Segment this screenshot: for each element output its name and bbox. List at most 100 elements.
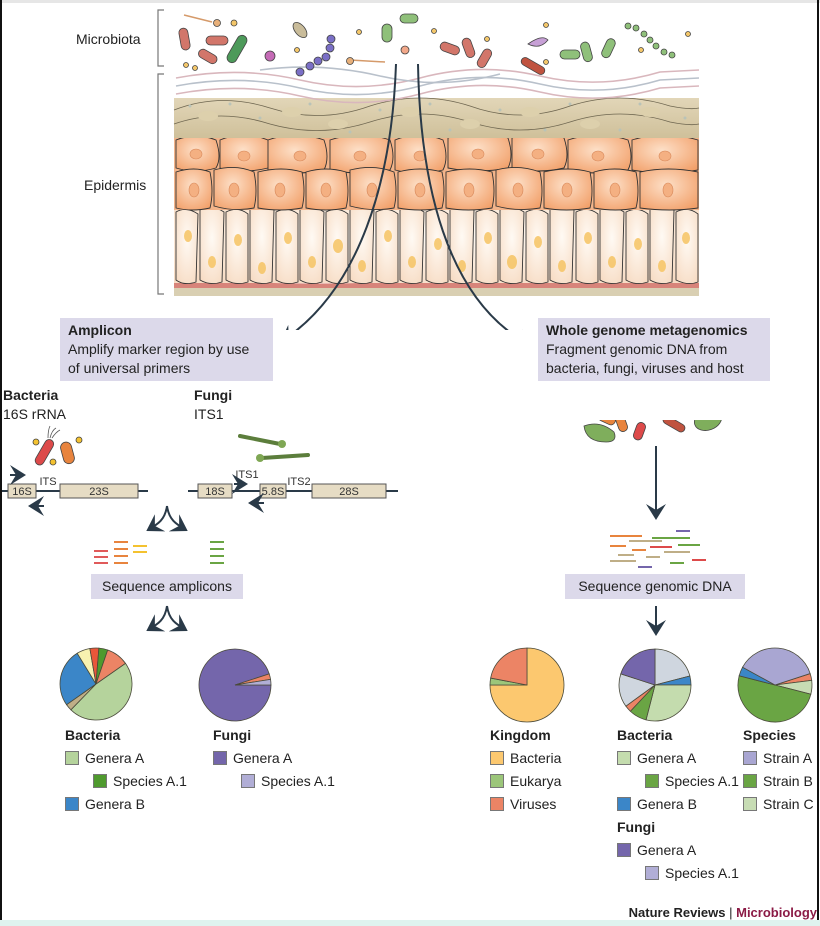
gene-18s-label: 18S bbox=[205, 486, 225, 498]
bacteria-microbes-icon bbox=[32, 425, 83, 466]
bacteria-marker-subtitle: 16S rRNA bbox=[3, 406, 67, 422]
legend-swatch bbox=[241, 773, 255, 788]
pie-slice-bacteria bbox=[489, 647, 565, 723]
journal-name: Microbiology bbox=[736, 905, 817, 920]
pie-slice-genera-b bbox=[59, 652, 97, 706]
top-edge bbox=[0, 0, 820, 3]
legend-swatch bbox=[65, 796, 79, 811]
legend-swatch bbox=[743, 796, 757, 811]
legend-item: Genera A bbox=[617, 746, 739, 769]
gene-its1-label: ITS1 bbox=[235, 469, 258, 481]
legend-item: Species A.1 bbox=[617, 769, 739, 792]
legend-label: Viruses bbox=[510, 795, 557, 812]
legend-label: Species A.1 bbox=[113, 772, 187, 789]
legend-label: Genera A bbox=[637, 749, 697, 766]
legend-label: Species A.1 bbox=[261, 772, 335, 789]
legend-swatch bbox=[617, 842, 631, 857]
gene-23s-label: 23S bbox=[89, 486, 109, 498]
legend-title: Fungi bbox=[617, 819, 656, 835]
bacteria-marker-title: Bacteria bbox=[3, 387, 59, 403]
amplicon-box: Amplicon Amplify marker region by use of… bbox=[60, 318, 273, 381]
amplicon-title: Amplicon bbox=[68, 322, 132, 338]
fungi-hyphae-icon bbox=[238, 434, 310, 460]
frame-right-border bbox=[817, 0, 819, 926]
gene-16s-label: 16S bbox=[12, 486, 32, 498]
wgs-desc-line2: bacteria, fungi, viruses and host bbox=[546, 360, 744, 376]
dermis-layer bbox=[174, 285, 699, 296]
legend-item: Genera A bbox=[617, 838, 739, 861]
legend-swatch bbox=[645, 773, 659, 788]
legend-swatch bbox=[490, 796, 504, 811]
pie-slice-fungi-genera-a bbox=[620, 648, 656, 686]
legend-title: Species bbox=[743, 727, 796, 743]
microbiota-label: Microbiota bbox=[76, 31, 141, 47]
gene-its-label: ITS bbox=[39, 476, 56, 488]
legend-swatch bbox=[93, 773, 107, 788]
legend-swatch bbox=[490, 773, 504, 788]
bottom-edge bbox=[0, 920, 820, 926]
legend-label: Strain A bbox=[763, 749, 813, 766]
split-arrows-bottom bbox=[146, 605, 188, 632]
legend-title: Fungi bbox=[213, 727, 252, 743]
legend-label: Genera A bbox=[85, 749, 145, 766]
legend-swatch bbox=[743, 773, 757, 788]
legend-item: Genera B bbox=[65, 792, 187, 815]
legend-label: Genera A bbox=[233, 749, 293, 766]
process-graphics: 16S ITS 23S 18S ITS1 5.8S ITS2 28S bbox=[2, 420, 722, 636]
amplicon-fragments bbox=[94, 541, 224, 564]
pie-wgs-bacteria bbox=[618, 648, 692, 722]
pie-slice-genera-a bbox=[70, 662, 133, 721]
legend-title: Bacteria bbox=[65, 727, 121, 743]
pie-slice-genera-a bbox=[645, 684, 692, 722]
amplicon-desc-line2: of universal primers bbox=[68, 360, 191, 376]
gene-28s bbox=[311, 483, 387, 499]
pie-species bbox=[737, 647, 813, 723]
legend-swatch bbox=[617, 750, 631, 765]
journal-credit: Nature Reviews | Microbiology bbox=[629, 905, 817, 920]
pie-slice-other-slate bbox=[654, 648, 691, 686]
legend-item: Strain C bbox=[743, 792, 814, 815]
fungi-gene-map: 18S ITS1 5.8S ITS2 28S bbox=[188, 469, 398, 513]
genomic-fragments bbox=[610, 530, 706, 568]
wgs-title: Whole genome metagenomics bbox=[546, 322, 748, 338]
legend-swatch bbox=[743, 750, 757, 765]
legend-item: Species A.1 bbox=[617, 861, 739, 884]
spinous-cells bbox=[174, 132, 699, 211]
pie-slice-other-salmon bbox=[95, 649, 127, 686]
arrow-to-wgs bbox=[417, 63, 532, 330]
gene-its2-label: ITS2 bbox=[287, 476, 310, 488]
fungi-marker-title: Fungi bbox=[194, 387, 233, 403]
legend-swatch bbox=[645, 865, 659, 880]
amplicon-desc-line1: Amplify marker region by use bbox=[68, 341, 250, 357]
pie-slice-strain-a bbox=[742, 647, 811, 686]
bacteria-gene-map: 16S ITS 23S bbox=[2, 465, 148, 516]
legend-item: Species A.1 bbox=[65, 769, 187, 792]
gene-23s bbox=[59, 483, 139, 499]
legend-swatch bbox=[617, 796, 631, 811]
legend-item: Viruses bbox=[490, 792, 561, 815]
legend-item: Strain A bbox=[743, 746, 814, 769]
legend-label: Species A.1 bbox=[665, 772, 739, 789]
legend-label: Genera B bbox=[85, 795, 145, 812]
wgs-desc-line1: Fragment genomic DNA from bbox=[546, 341, 728, 357]
microbiota-cells bbox=[178, 13, 691, 77]
legend-item: Genera A bbox=[65, 746, 187, 769]
pie-slice-species-a-1 bbox=[234, 678, 272, 686]
sequence-amplicons-box: Sequence amplicons bbox=[91, 574, 243, 599]
wgs-microbes-icon bbox=[583, 420, 722, 443]
pie-charts bbox=[59, 647, 813, 723]
legend-title: Bacteria bbox=[617, 727, 673, 743]
legend-item: Genera B bbox=[617, 792, 739, 815]
sequence-genomic-label: Sequence genomic DNA bbox=[578, 578, 732, 594]
pie-kingdom bbox=[489, 647, 565, 723]
gene-5-8s bbox=[259, 483, 287, 499]
publisher-name: Nature Reviews bbox=[628, 905, 726, 920]
basal-cells bbox=[174, 205, 699, 285]
legend-item: Bacteria bbox=[490, 746, 561, 769]
granular-layer bbox=[173, 97, 700, 138]
